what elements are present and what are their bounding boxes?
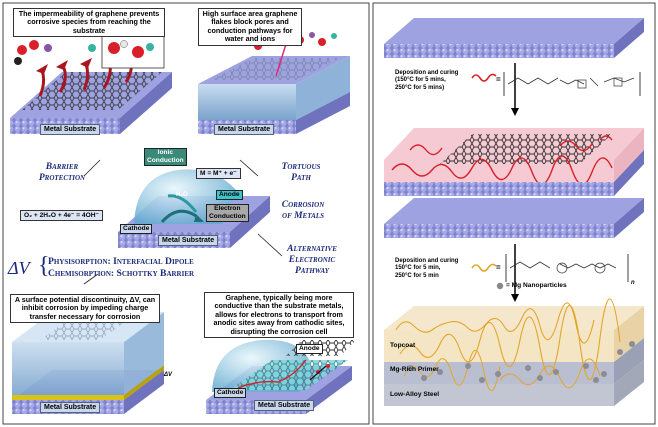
delta-v-side-label: ΔV [164,372,173,378]
equals-1: = [496,75,501,84]
barrier-caption: The impermeability of graphene prevents … [13,8,165,38]
right-slab-3 [384,198,644,238]
equals-2: = [496,263,501,272]
electron-conduction-label: Electron Conduction [206,204,249,222]
tortuous-path-title: Tortuous Path [281,162,321,183]
deposition-step-1: Deposition and curing (150°C for 5 mins,… [395,70,459,91]
deposition-step-2: Deposition and curing 150°C for 5 min, 2… [395,258,459,279]
metal-oxidation-equation: M = M⁺ + e⁻ [196,168,241,179]
right-slab-4 [384,298,644,406]
cathode-label: Cathode [120,224,153,234]
repeat-subscript: n [631,280,635,286]
alt-cathode-label: Cathode [214,388,247,398]
chemisorption-line: Chemisorption: Schottky Barrier [48,268,195,279]
alternative-caption: Graphene, typically being more conductiv… [204,292,354,339]
delta-v-symbol: ΔV [8,258,30,278]
right-slab-2 [384,128,644,196]
tortuous-caption: High surface area graphene flakes block … [198,8,302,46]
deltav-slab [12,312,164,414]
corrosion-of-metals-title: Corrosion of Metals [281,200,325,221]
right-slab-1 [384,18,644,58]
steel-label: Low-Alloy Steel [390,391,440,398]
alt-anode-label: Anode [296,344,323,354]
ionic-conduction-label: Ionic Conduction [144,148,187,166]
mg-nanoparticles-legend: = Mg Nanoparticles [506,282,567,289]
tortuous-slab [198,43,350,134]
substrate-label-4: Metal Substrate [40,402,101,413]
alternative-pathway-title: Alternative Electronic Pathway [287,244,337,276]
oxygen-reduction-equation: O₂ + 2H₂O + 4e⁻ = 4OH⁻ [20,210,103,221]
anode-label: Anode [216,190,243,200]
substrate-label-3: Metal Substrate [158,235,219,246]
water-label: H₂O [176,192,188,198]
substrate-label-5: Metal Substrate [254,400,315,411]
physisorption-line: Physisorption: Interfacial Dipole [48,256,194,267]
substrate-label-2: Metal Substrate [214,124,275,135]
delta-v-brace: { [38,253,50,279]
barrier-protection-title: Barrier Protection [38,162,86,183]
substrate-label-1: Metal Substrate [40,124,101,135]
delta-v-caption: A surface potential discontinuity, ΔV, c… [10,294,160,324]
topcoat-label: Topcoat [390,342,416,349]
primer-label: Mg-Rich Primer [390,366,439,373]
